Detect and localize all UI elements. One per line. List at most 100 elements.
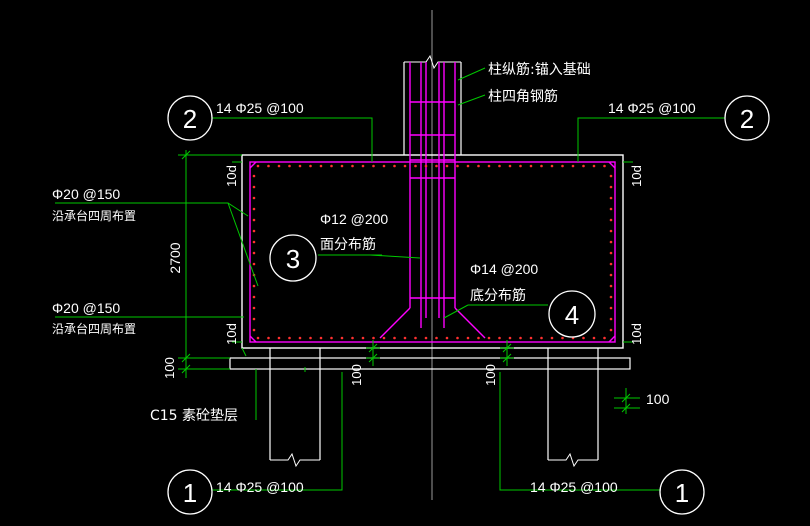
rebar-dot <box>372 164 375 168</box>
label-side-bars-lower: Φ20 @150 <box>52 300 120 316</box>
rebar-dot <box>609 328 613 332</box>
pile-right <box>547 348 599 468</box>
label-column-long-bars: 柱纵筋:锚入基础 <box>488 61 591 78</box>
rebar-dot <box>252 295 256 299</box>
rebar-dot <box>609 240 613 244</box>
rebar-dot <box>609 273 613 277</box>
rebar-dot <box>372 336 375 340</box>
rebar-dot <box>508 164 512 168</box>
rebar-dot <box>298 164 302 168</box>
cushion-layer <box>229 357 631 370</box>
rebar-dot <box>603 336 606 340</box>
rebar-dot <box>319 164 323 168</box>
rebar-dot <box>519 336 522 340</box>
rebar-dot <box>550 336 554 340</box>
leader-lines <box>55 67 725 491</box>
rebar-dot <box>540 164 543 168</box>
rebar-dot <box>477 336 480 340</box>
dim-anchor-bottom-left: 10d <box>224 323 239 345</box>
rebar-dot <box>487 336 491 340</box>
rebar-dot <box>393 164 396 168</box>
rebar-dot <box>351 336 354 340</box>
rebar-dot <box>252 284 256 288</box>
label-column-corner-bars: 柱四角钢筋 <box>488 88 558 105</box>
rebar-dot <box>609 196 613 200</box>
rebar-dot <box>571 164 575 168</box>
rebar-cage <box>249 62 616 343</box>
marker-2-right: 2 <box>724 95 770 141</box>
rebar-dot <box>498 164 501 168</box>
svg-text:3: 3 <box>286 244 300 274</box>
rebar-dot <box>277 164 281 168</box>
rebar-dot <box>252 207 256 211</box>
dim-pile-embed-right: 100 <box>483 364 498 386</box>
rebar-dot <box>609 229 613 233</box>
dim-anchor-bottom-right: 10d <box>629 323 644 345</box>
rebar-dot <box>252 306 256 310</box>
rebar-dot <box>309 336 312 340</box>
rebar-dot <box>529 164 533 168</box>
rebar-dot <box>582 164 585 168</box>
rebar-dot <box>277 336 281 340</box>
label-side-bars-upper-note: 沿承台四周布置 <box>52 208 136 223</box>
rebar-dot <box>256 336 260 340</box>
label-bottom-right-bars: 14 Φ25 @100 <box>530 479 618 495</box>
rebar-dot <box>592 336 596 340</box>
rebar-dot <box>609 218 613 222</box>
dim-cushion-thickness: 100 <box>162 357 177 379</box>
rebar-dots <box>252 164 613 340</box>
label-cushion: C15 素砼垫层 <box>150 408 238 424</box>
rebar-dot <box>252 251 256 255</box>
dimension-lines <box>178 150 640 414</box>
rebar-dot <box>466 164 470 168</box>
dim-height: 2700 <box>167 242 183 273</box>
rebar-dot <box>340 164 344 168</box>
column <box>403 54 462 155</box>
rebar-dot <box>498 336 501 340</box>
marker-1-left: 1 <box>167 469 213 515</box>
rebar-dot <box>252 174 256 178</box>
rebar-dot <box>403 164 407 168</box>
rebar-dot <box>403 336 407 340</box>
rebar-dot <box>319 336 323 340</box>
rebar-dot <box>477 164 480 168</box>
rebar-dot <box>393 336 396 340</box>
rebar-dot <box>267 336 270 340</box>
marker-3: 3 <box>269 234 317 282</box>
svg-text:4: 4 <box>565 300 579 330</box>
rebar-dot <box>435 336 438 340</box>
rebar-dot <box>609 174 613 178</box>
rebar-dot <box>252 229 256 233</box>
label-top-distribution-note: 面分布筋 <box>320 236 376 253</box>
rebar-dot <box>330 336 333 340</box>
rebar-dot <box>609 317 613 321</box>
svg-text:1: 1 <box>675 478 689 508</box>
rebar-dot <box>445 164 449 168</box>
rebar-dot <box>456 336 459 340</box>
rebar-dot <box>351 164 354 168</box>
marker-4: 4 <box>548 290 596 338</box>
rebar-dot <box>519 164 522 168</box>
rebar-dot <box>456 164 459 168</box>
rebar-dot <box>252 218 256 222</box>
rebar-dot <box>288 336 291 340</box>
rebar-dot <box>340 336 344 340</box>
rebar-dot <box>424 164 428 168</box>
svg-text:1: 1 <box>183 478 197 508</box>
rebar-dot <box>487 164 491 168</box>
label-top-distribution: Φ12 @200 <box>320 211 388 227</box>
rebar-dot <box>609 185 613 189</box>
rebar-dot <box>582 336 585 340</box>
rebar-dot <box>252 196 256 200</box>
rebar-dot <box>466 336 470 340</box>
rebar-dot <box>609 306 613 310</box>
rebar-dot <box>252 317 256 321</box>
rebar-dot <box>330 164 333 168</box>
pile-cap-outline <box>241 154 624 349</box>
rebar-dot <box>445 336 449 340</box>
rebar-dot <box>252 328 256 332</box>
label-bottom-left-bars: 14 Φ25 @100 <box>216 479 304 495</box>
marker-1-right: 1 <box>659 469 705 515</box>
rebar-dot <box>309 164 312 168</box>
